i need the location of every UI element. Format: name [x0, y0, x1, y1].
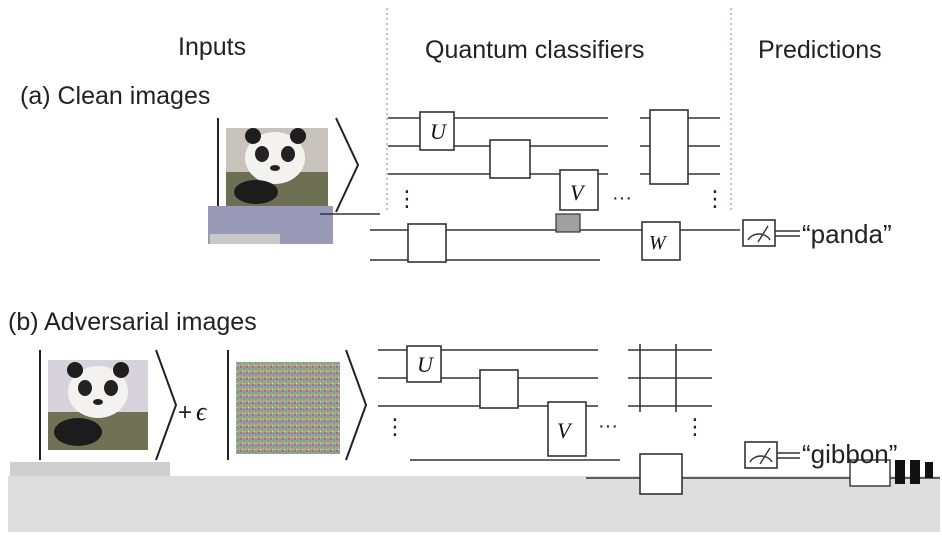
- adversarial-images-label: (b) Adversarial images: [8, 308, 257, 336]
- adversarial-classifier-lower: [8, 441, 940, 532]
- adversarial-classifier-circuit: U V ··· ⋮ ⋮: [378, 344, 712, 457]
- entangling-gate-clean: [489, 139, 531, 179]
- gate-v-adversarial: [547, 401, 587, 457]
- gate-u-adversarial: [406, 345, 442, 383]
- gate-v-clean-label: V: [570, 180, 586, 205]
- classifiers-header: Quantum classifiers: [425, 36, 645, 64]
- global-gate-clean: [649, 109, 689, 185]
- gate-v-clean: [559, 169, 599, 211]
- clean-classifier-circuit: U V ··· ⋮ ⋮: [388, 109, 726, 211]
- clean-classifier-lower: W: [208, 206, 800, 263]
- ellipsis-adversarial: ···: [598, 415, 618, 437]
- gate-w-clean: [641, 221, 681, 261]
- noise-input-ket: [227, 349, 368, 461]
- gate-u-clean-label: U: [430, 119, 448, 144]
- noise-image: [236, 362, 340, 454]
- gate-w-clean-label: W: [649, 232, 668, 254]
- panda-image-adversarial: [48, 360, 148, 450]
- measurement-adversarial: [744, 441, 778, 469]
- inputs-header: Inputs: [178, 33, 246, 61]
- vdots-clean: ⋮: [396, 186, 418, 211]
- ellipsis-clean: ···: [612, 187, 632, 209]
- clean-input-ket: [217, 117, 360, 213]
- plus-sign: +: [178, 399, 192, 426]
- prediction-adversarial: “gibbon”: [802, 439, 897, 469]
- epsilon-symbol: ϵ: [196, 397, 208, 426]
- clean-images-label: (a) Clean images: [20, 82, 210, 110]
- vdots-adversarial-right: ⋮: [684, 414, 706, 439]
- gate-v-adversarial-label: V: [557, 418, 573, 443]
- prediction-clean: “panda”: [802, 219, 892, 249]
- vdots-clean-right: ⋮: [704, 186, 726, 211]
- gate-u-adversarial-label: U: [417, 352, 435, 377]
- gate-u-clean: [419, 111, 455, 151]
- entangling-gate-adversarial: [479, 369, 519, 409]
- predictions-header: Predictions: [758, 36, 882, 64]
- vdots-adversarial: ⋮: [384, 414, 406, 439]
- panda-image-clean: [226, 128, 328, 206]
- measurement-clean: [742, 219, 776, 247]
- adversarial-input-ket: [39, 349, 178, 461]
